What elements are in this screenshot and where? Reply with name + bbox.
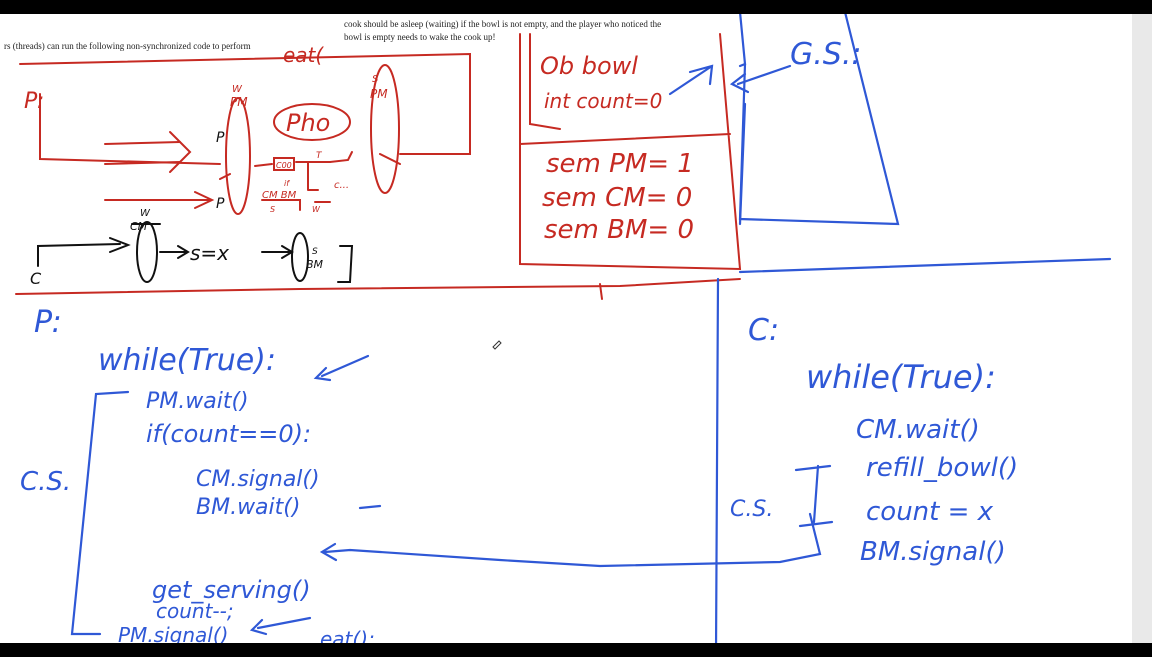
- cm-bm-s-label: S: [270, 205, 275, 214]
- t-label: T: [316, 151, 323, 161]
- p-letter-2: P: [216, 196, 225, 212]
- player-pm-wait: PM.wait(): [146, 389, 249, 414]
- cook-cm-wait: CM.wait(): [856, 415, 980, 445]
- cook-bm-signal: BM.signal(): [860, 537, 1006, 567]
- cook-while: while(True):: [806, 358, 996, 396]
- p-colon-label: P:: [24, 89, 44, 114]
- cm-label: CM: [130, 220, 148, 233]
- bm-label: BM: [306, 258, 324, 271]
- cs-bracket-right: [796, 466, 832, 526]
- cm-bm-label: CM BM: [262, 190, 297, 201]
- gs-sem-pm: sem PM= 1: [546, 149, 694, 179]
- p-letter-1: P: [216, 130, 225, 146]
- bottom-black-bar: [0, 643, 1152, 657]
- pm-s-label: S: [372, 74, 379, 85]
- cook-refill: refill_bowl(): [866, 453, 1018, 483]
- ink-layer: eat( P: W PM S PM Pho C00 T if CM BM S W…: [0, 14, 1132, 643]
- gs-sem-bm: sem BM= 0: [544, 215, 694, 245]
- cook-header: C:: [748, 313, 779, 348]
- gs-ob-bowl: Ob bowl: [540, 52, 638, 80]
- gs-sem-cm: sem CM= 0: [542, 183, 692, 213]
- gs-int-count: int count=0: [544, 89, 662, 113]
- cook-cs-label: C.S.: [730, 497, 773, 522]
- bm-s-label: S: [312, 247, 318, 257]
- player-eat: eat();: [320, 627, 375, 643]
- pm-w-label: W: [232, 84, 243, 95]
- player-count-dec: count--;: [156, 599, 234, 623]
- c-label: C: [30, 269, 42, 288]
- code-box-label: C00: [276, 161, 292, 170]
- cook-count-assign: count = x: [866, 497, 994, 527]
- whiteboard-canvas[interactable]: cook should be asleep (waiting) if the b…: [0, 14, 1132, 643]
- gs-label: G.S.:: [790, 37, 861, 72]
- cm-bm-w-label: W: [312, 205, 321, 214]
- dots-label: c...: [334, 180, 349, 191]
- pm-gate-left: [226, 98, 250, 214]
- player-cs-label: C.S.: [20, 467, 71, 497]
- left-loop-path: [40, 94, 220, 164]
- if-label: if: [284, 179, 290, 188]
- cs-bracket-left: [72, 392, 128, 634]
- player-pm-signal: PM.signal(): [118, 623, 228, 643]
- assign-label: s=x: [190, 241, 229, 265]
- player-header: P:: [34, 305, 62, 340]
- pm-label-left: PM: [230, 95, 248, 109]
- divider-red: [16, 279, 740, 294]
- player-bm-wait: BM.wait(): [196, 495, 300, 520]
- player-if: if(count==0):: [146, 420, 311, 448]
- top-eat-label: eat(: [283, 43, 324, 67]
- vertical-scrollbar[interactable]: [1132, 14, 1152, 643]
- pho-label: Pho: [286, 109, 330, 137]
- player-while: while(True):: [98, 343, 276, 378]
- vertical-divider: [716, 279, 718, 643]
- cm-w-label: W: [140, 208, 151, 219]
- pencil-cursor-icon: [493, 341, 501, 349]
- pm-label-right: PM: [370, 87, 388, 101]
- top-black-bar: [0, 0, 1152, 14]
- player-cm-signal: CM.signal(): [196, 467, 320, 492]
- bm-gate: [292, 233, 308, 281]
